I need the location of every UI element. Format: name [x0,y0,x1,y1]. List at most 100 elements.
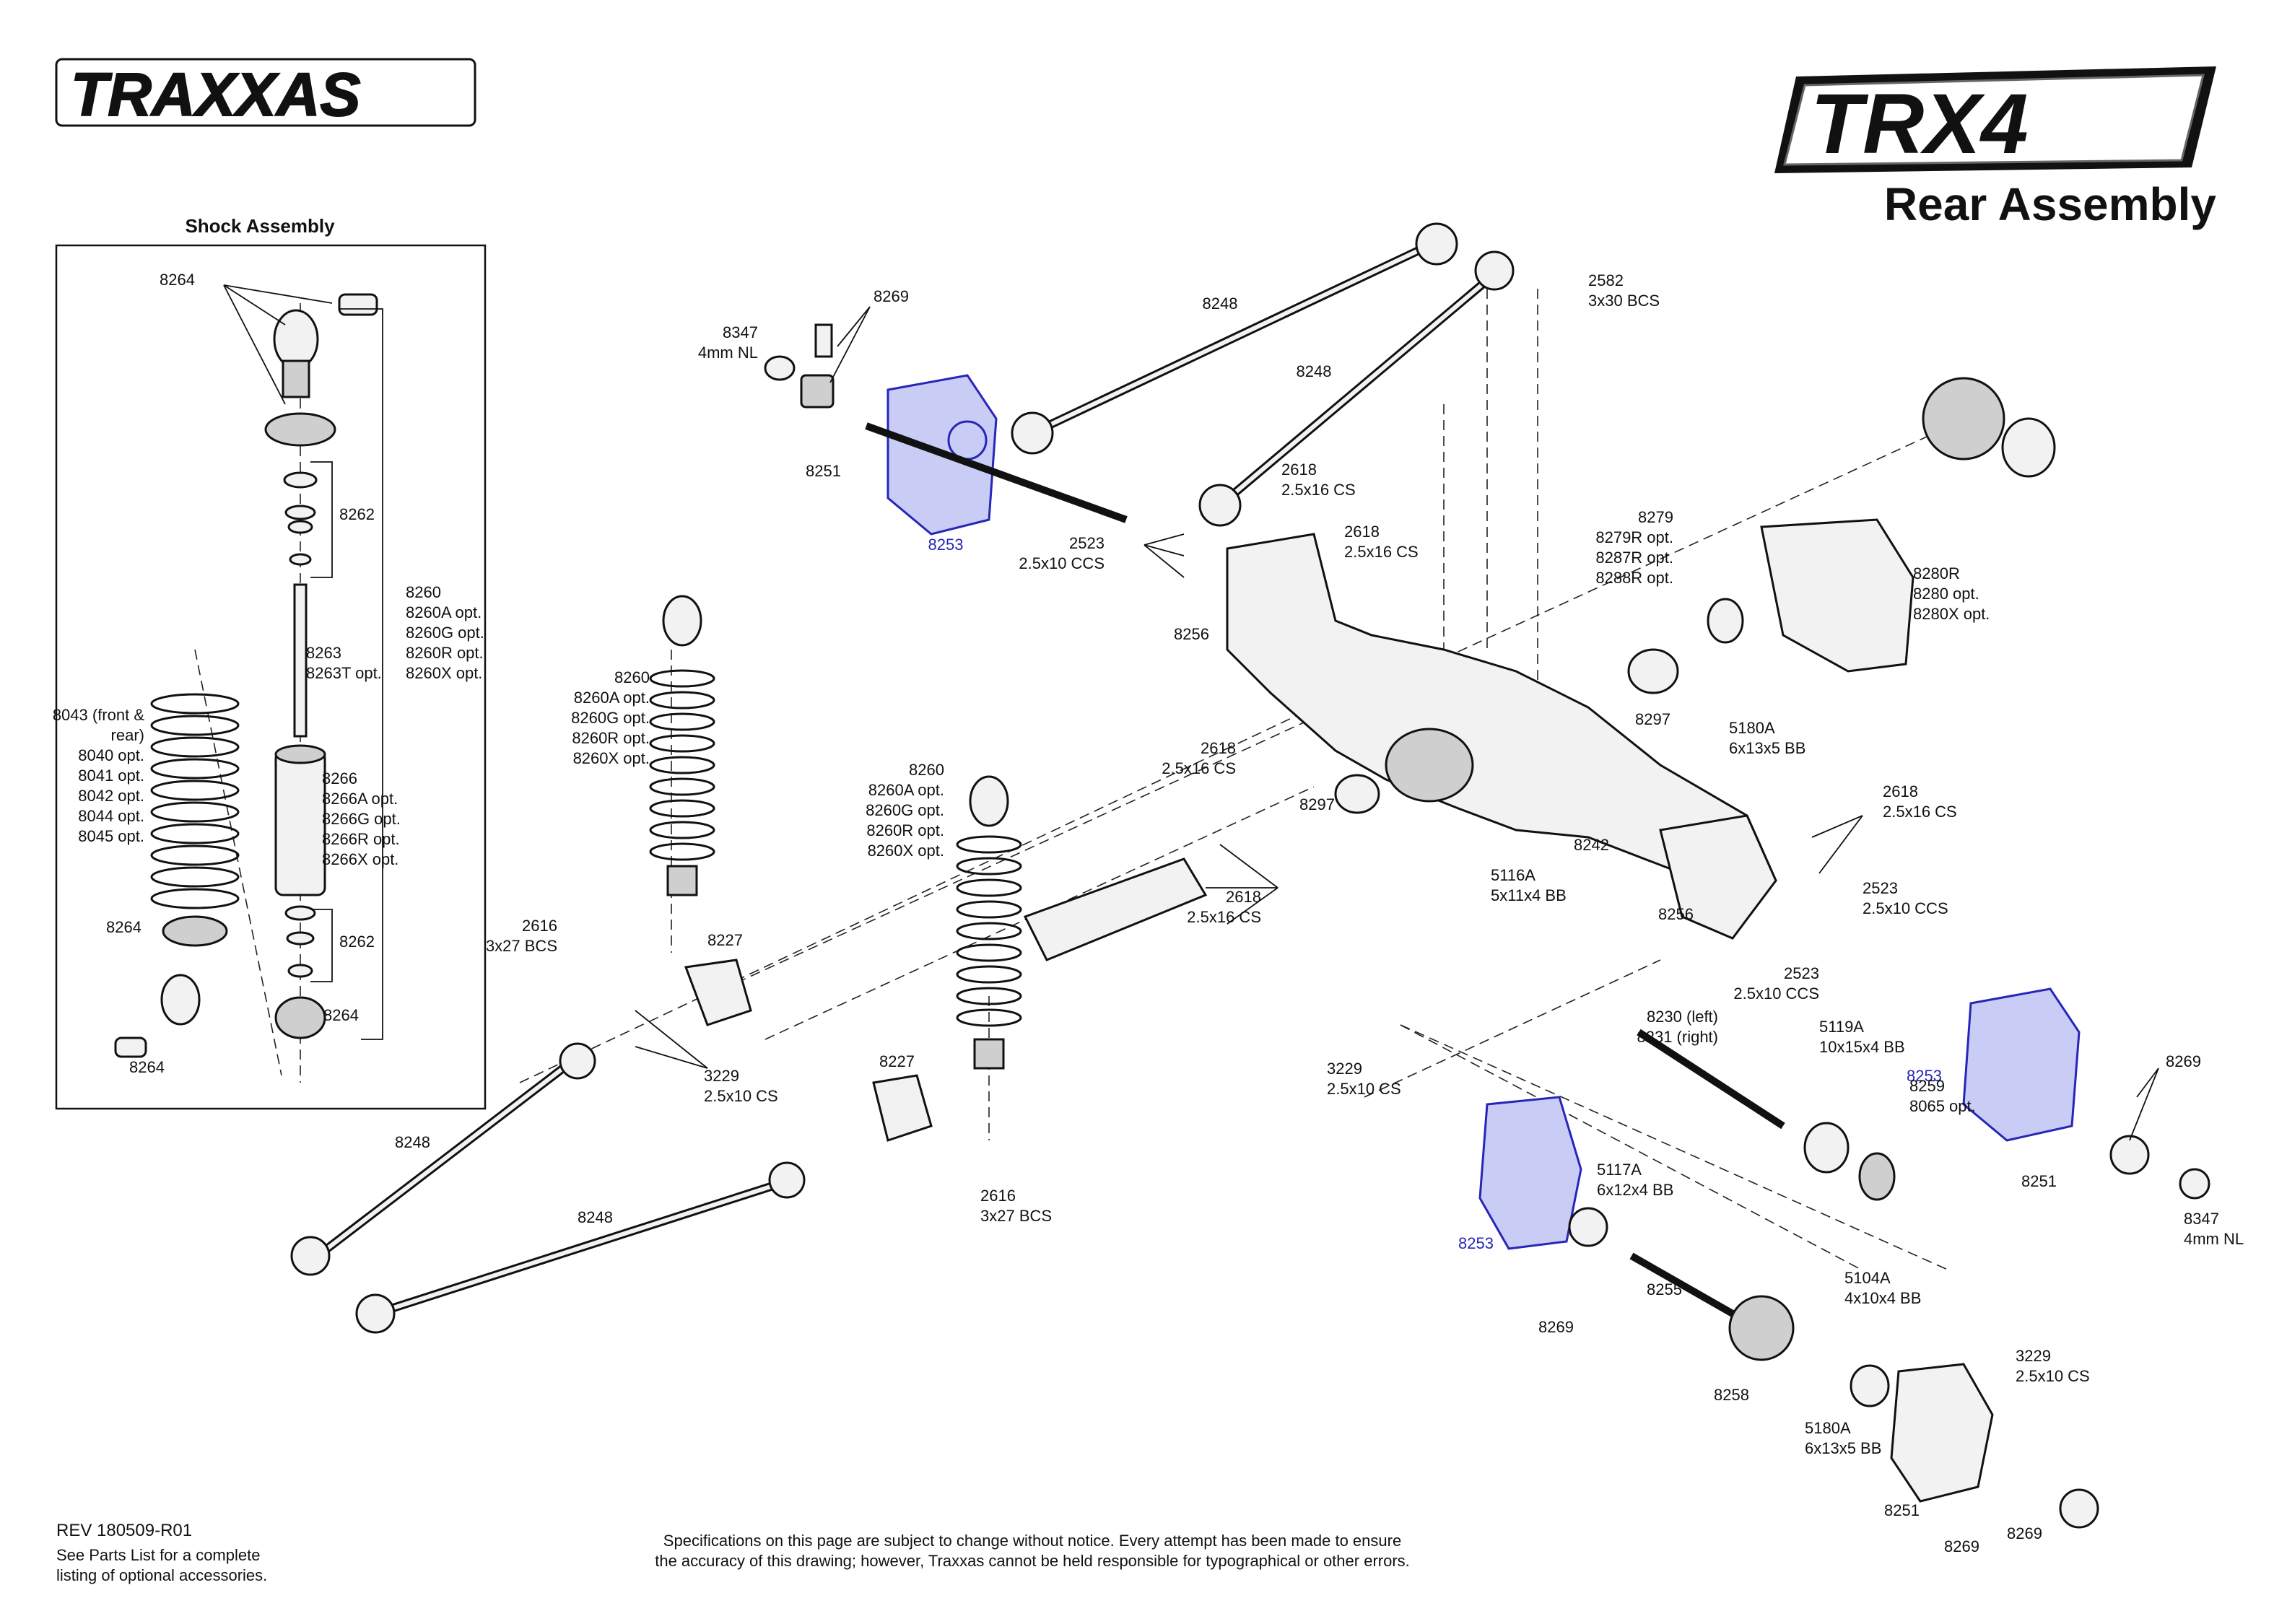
part-label-l50: 8251 [1884,1501,1920,1519]
part-label-l41-line-0: 8251 [2021,1172,2057,1190]
shock-label-s5-line-0: 8043 (front & [53,706,145,724]
leader-lines [223,284,2159,1141]
part-label-l49-line-0: 5180A [1805,1419,1851,1437]
part-label-l19-line-3: 8260R opt. [866,821,944,839]
part-label-l37: 8269 [2166,1052,2201,1070]
part-label-l21-line-1: 5x11x4 BB [1491,886,1567,904]
part-label-l16-line-1: 8260A opt. [574,689,650,707]
part-label-l6: 8248 [1297,362,1332,380]
part-label-l22-line-0: 8242 [1574,836,1609,854]
part-label-l23-line-0: 2618 [1883,782,1918,800]
disclaimer-line-2: the accuracy of this drawing; however, T… [655,1552,1410,1570]
part-label-l24-line-0: 2523 [1863,879,1898,897]
disclaimer-line-1: Specifications on this page are subject … [663,1532,1401,1550]
part-label-l43-line-0: 8253 [1458,1234,1494,1252]
shock-label-s5: 8043 (front &rear)8040 opt.8041 opt.8042… [53,706,145,845]
shock-label-s9: 8264 [323,1006,359,1024]
part-label-l17: 2618 2.5x16 CS [1162,739,1236,777]
traxxas-logo-text: TRAXXAS [71,61,360,128]
part-label-l1: 8269 [874,287,909,305]
part-label-l44-line-0: 8255 [1647,1280,1682,1298]
page-title: Rear Assembly [1884,178,2217,230]
shock-assembly-box [55,244,487,1110]
part-label-l31: 8248 [395,1133,430,1151]
part-label-l38-line-1: 2.5x10 CS [1327,1080,1401,1098]
part-label-l46-line-1: 4x10x4 BB [1844,1289,1921,1307]
part-label-l19-line-2: 8260G opt. [866,801,944,819]
part-label-l6-line-0: 8248 [1297,362,1332,380]
part-label-l18: 8297 [1299,795,1335,813]
part-label-l12-line-2: 8287R opt. [1595,549,1673,567]
part-label-l27: 2616 3x27 BCS [486,917,557,955]
shock-label-s6-line-0: 8266 [322,769,357,787]
shock-label-s7-line-0: 8264 [106,918,141,936]
part-label-l34-line-1: 8231 (right) [1637,1028,1718,1046]
part-label-l14-line-0: 8297 [1635,710,1670,728]
part-label-l50-line-0: 8251 [1884,1501,1920,1519]
part-label-l51: 8269 [2007,1524,2042,1542]
part-label-l16-line-0: 8260 [614,668,650,686]
part-label-l26-line-0: 2523 [1784,964,1819,982]
part-label-l21: 5116A 5x11x4 BB [1491,866,1567,904]
part-label-l48-line-0: 3229 [2016,1347,2051,1365]
part-label-l45: 8269 [1538,1318,1574,1336]
parts-note-line-1: See Parts List for a complete [56,1546,260,1564]
footer: REV 180509-R01 See Parts List for a comp… [56,1521,1410,1584]
part-label-l36: 8253 [1907,1067,1942,1085]
part-label-l27-line-0: 2616 [522,917,557,935]
part-label-l30-line-0: 8227 [879,1052,915,1070]
part-label-l29-line-1: 2.5x10 CS [704,1087,778,1105]
shock-label-s5-line-4: 8042 opt. [78,787,144,805]
part-label-l27-line-1: 3x27 BCS [486,937,557,955]
part-label-l9-line-1: 2.5x16 CS [1344,543,1419,561]
part-label-l15-line-1: 6x13x5 BB [1729,739,1805,757]
part-label-l39-line-1: 6x12x4 BB [1597,1181,1673,1199]
traxxas-logo: TRAXXAS [55,58,476,129]
shock-label-s6-line-1: 8266A opt. [322,790,398,808]
part-label-l42-line-1: 4mm NL [2184,1230,2244,1248]
part-label-l12-line-0: 8279 [1638,508,1673,526]
part-label-l32-line-0: 8248 [578,1208,613,1226]
part-label-l30: 8227 [879,1052,915,1070]
part-label-l11-line-0: 8256 [1174,625,1209,643]
part-label-l16-line-2: 8260G opt. [571,709,650,727]
part-label-l39-line-0: 5117A [1597,1161,1642,1179]
parts-note-line-2: listing of optional accessories. [56,1566,267,1584]
part-label-l37-line-0: 8269 [2166,1052,2201,1070]
shock-label-s1: 8264 [160,271,195,289]
part-label-l35-line-0: 5119A [1819,1018,1864,1036]
shock-label-s3-line-1: 8260A opt. [406,603,482,621]
part-label-l17-line-0: 2618 [1201,739,1236,757]
part-label-l17-line-1: 2.5x16 CS [1162,759,1236,777]
part-label-l21-line-0: 5116A [1491,866,1535,884]
part-label-l44: 8255 [1647,1280,1682,1298]
part-label-l45-line-0: 8269 [1538,1318,1574,1336]
shock-assembly-parts [114,293,383,1083]
shock-assembly-title: Shock Assembly [185,215,335,237]
part-label-l25-line-0: 8256 [1658,905,1694,923]
trx4-logo-text: TRX4 [1811,77,2029,172]
part-label-l19-line-0: 8260 [909,761,944,779]
part-label-l46-line-0: 5104A [1844,1269,1891,1287]
part-label-l3: 8251 [806,462,841,480]
part-label-l12-line-1: 8279R opt. [1595,528,1673,546]
part-label-l10-line-1: 2.5x10 CCS [1019,554,1105,572]
shock-label-s3-line-0: 8260 [406,583,441,601]
part-label-l34-line-0: 8230 (left) [1647,1008,1718,1026]
